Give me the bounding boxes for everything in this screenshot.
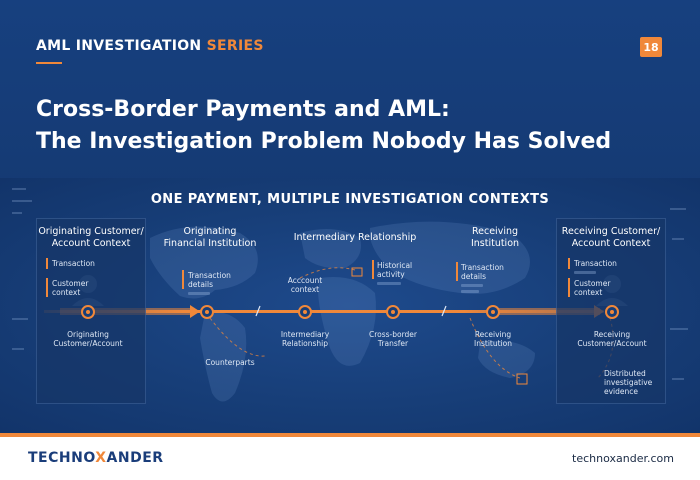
node-receiving-inst [486,305,500,319]
label-recv-customer-context: Customer context [574,279,611,297]
tag-marker [182,270,184,289]
label-transaction: Transaction [52,259,95,268]
placeholder-line [461,284,483,287]
node-intermediary [298,305,312,319]
label-account-context: Acccount context [287,276,323,294]
tag-marker [456,262,458,281]
label-distributed-evidence: Distributed investigative evidence [604,369,653,396]
placeholder-line [461,290,479,293]
tag-marker [568,258,570,269]
col-head-orig-fi: Originating Financial Institution [163,226,257,249]
brand-logo: TECHNOXANDER [28,450,164,466]
label-recv-transaction: Transaction [574,259,617,268]
label-historical-activity: Historical activity [377,261,413,279]
label-recv-transaction-details: Transaction details [461,263,504,281]
tag-marker [46,258,48,269]
node-label-receiving-inst: Receiving Institution [474,330,512,348]
footer-accent-stripe [0,433,700,437]
col-head-recv-customer: Receiving Customer/ Account Context [561,226,661,249]
col-head-intermediary: Intermediary Relationship [293,232,417,243]
series-underline [36,62,62,64]
label-customer-context: Customer context [52,279,89,297]
node-originating [81,305,95,319]
node-orig-fi [200,305,214,319]
series-label: AML INVESTIGATION SERIES [36,38,264,54]
col-head-receiving-inst: Receiving Institution [470,226,520,249]
infographic-heading: ONE PAYMENT, MULTIPLE INVESTIGATION CONT… [150,192,550,207]
col-head-orig-customer: Originating Customer/ Account Context [38,226,144,249]
node-recv-customer [605,305,619,319]
placeholder-line [574,271,596,274]
tag-marker [372,260,374,279]
label-counterparts: Counterparts [205,358,255,367]
infographic: ONE PAYMENT, MULTIPLE INVESTIGATION CONT… [0,178,700,433]
node-label-intermediary: Intermediary Relationship [280,330,330,348]
website-link[interactable]: technoxander.com [572,452,674,465]
tag-marker [568,278,570,297]
page-title: Cross-Border Payments and AML: The Inves… [36,97,612,154]
footer [0,433,700,480]
label-transaction-details: Transaction details [188,271,231,289]
node-label-crossborder: Cross-border Transfer [368,330,418,348]
placeholder-line [377,282,401,285]
tag-marker [46,278,48,297]
node-crossborder [386,305,400,319]
placeholder-line [188,292,210,295]
node-label-originating: Originating Customer/Account [53,330,123,348]
page-number-badge: 18 [640,37,662,57]
node-label-recv-customer: Receiving Customer/Account [577,330,647,348]
